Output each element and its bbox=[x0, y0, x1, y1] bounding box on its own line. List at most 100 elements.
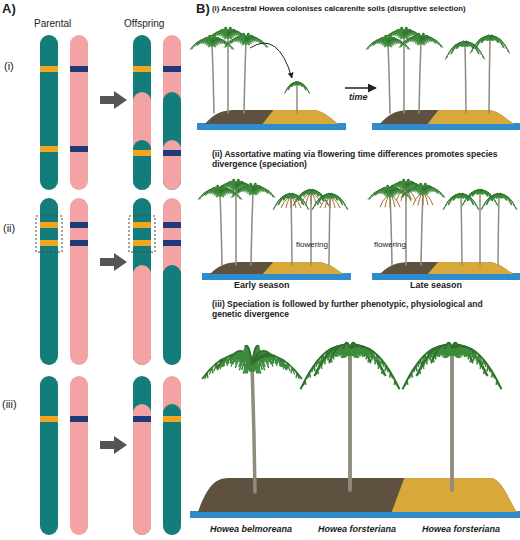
chromosome bbox=[70, 198, 88, 365]
marker-band bbox=[40, 416, 58, 422]
island bbox=[372, 108, 520, 130]
flowering-label: flowering bbox=[374, 240, 406, 249]
palm-leaflets bbox=[318, 194, 330, 205]
palm-frond bbox=[233, 179, 236, 187]
palm-frond bbox=[308, 189, 311, 191]
panel-label: B) bbox=[196, 2, 210, 17]
inflorescence bbox=[286, 198, 290, 208]
panel-label: A) bbox=[2, 2, 16, 17]
palm-frond bbox=[245, 346, 252, 364]
palm-frond bbox=[490, 36, 510, 53]
palm-trunk bbox=[212, 43, 214, 113]
palm-frond bbox=[482, 36, 490, 43]
palm-leaflets bbox=[453, 194, 461, 201]
palm-frond bbox=[496, 193, 499, 195]
season-label: Early season bbox=[234, 280, 290, 290]
palm-tree bbox=[231, 183, 275, 265]
chromosome-segment bbox=[133, 265, 151, 365]
marker-band bbox=[40, 146, 58, 152]
chromosome bbox=[133, 376, 151, 535]
chromosome-segment bbox=[163, 376, 181, 535]
inflorescence bbox=[390, 196, 391, 207]
palm-trunk bbox=[450, 348, 454, 490]
step-caption: (ii) Assortative mating via flowering ti… bbox=[212, 150, 512, 170]
palm-leaflets bbox=[472, 190, 480, 197]
palm-trunk bbox=[479, 191, 481, 265]
palm-frond bbox=[327, 193, 330, 195]
palm-trunk bbox=[348, 348, 352, 490]
palm-frond bbox=[401, 27, 404, 35]
palm-leaflets bbox=[299, 190, 311, 201]
crossover-panel bbox=[36, 35, 181, 535]
calcarenite-soil bbox=[261, 260, 347, 276]
inflorescence bbox=[385, 196, 389, 207]
palm-tree bbox=[206, 27, 250, 113]
chromosome-segment bbox=[133, 35, 151, 190]
marker-band bbox=[40, 222, 58, 228]
palm-frond bbox=[418, 33, 421, 41]
palm-frond bbox=[487, 35, 490, 38]
inflorescence bbox=[393, 196, 400, 207]
palm-tree bbox=[403, 343, 502, 490]
palm-trunk bbox=[489, 37, 490, 113]
inflorescence bbox=[426, 194, 433, 205]
palm-leaflets bbox=[285, 83, 296, 93]
chromosome-segment bbox=[163, 404, 181, 535]
palm-frond bbox=[350, 346, 400, 389]
chromosome bbox=[40, 35, 58, 190]
palm-frond bbox=[297, 83, 310, 94]
palm-tree bbox=[293, 189, 329, 265]
palm-frond bbox=[283, 194, 291, 200]
marker-band bbox=[163, 240, 181, 246]
chromosome-segment bbox=[163, 198, 181, 365]
marker-band bbox=[163, 150, 181, 156]
palm-frond bbox=[252, 356, 302, 379]
palm-frond bbox=[403, 179, 406, 187]
palm-leaflets bbox=[457, 42, 465, 49]
inheritance-arrow bbox=[100, 253, 127, 271]
palm-tree bbox=[481, 193, 517, 265]
step-caption: (i) Ancestral Howea colonises calcarenit… bbox=[212, 5, 518, 14]
palm-frond bbox=[330, 194, 348, 210]
palm-trunk bbox=[291, 195, 292, 265]
marker-band bbox=[163, 66, 181, 72]
palm-frond bbox=[472, 190, 480, 196]
palm-frond bbox=[453, 194, 461, 200]
palm-trunk bbox=[220, 193, 222, 265]
palm-leaflets bbox=[298, 83, 309, 93]
sea bbox=[372, 123, 520, 130]
palm-tree bbox=[273, 193, 309, 265]
marker-band bbox=[70, 146, 88, 152]
marker-band bbox=[70, 66, 88, 72]
palm-trunk bbox=[235, 187, 237, 265]
palm-trunk bbox=[498, 195, 499, 265]
calcarenite-soil bbox=[426, 260, 517, 276]
palm-frond bbox=[420, 183, 423, 191]
palm-trunk bbox=[390, 193, 392, 265]
palm-trunk bbox=[244, 41, 246, 113]
palm-frond bbox=[423, 187, 445, 197]
chromosome-segment bbox=[133, 404, 151, 535]
palm-leaflets bbox=[303, 190, 311, 197]
marker-band bbox=[163, 416, 181, 422]
inflorescence bbox=[291, 198, 292, 208]
palm-trunk bbox=[419, 41, 421, 113]
palm-leaflets bbox=[468, 190, 480, 201]
time-label: time bbox=[349, 92, 368, 102]
palm-frond bbox=[253, 187, 275, 197]
palm-tree bbox=[198, 185, 242, 265]
chromosome-segment bbox=[133, 140, 151, 190]
chromosome bbox=[163, 198, 181, 365]
marker-band bbox=[70, 222, 88, 228]
chromosome-segment bbox=[163, 35, 181, 190]
chromosome-segment bbox=[163, 140, 181, 190]
chromosome-segment bbox=[133, 376, 151, 535]
marker-band bbox=[70, 416, 88, 422]
palm-tree bbox=[214, 179, 258, 265]
time-arrow bbox=[345, 87, 376, 89]
chromosome bbox=[133, 198, 151, 365]
chromosome bbox=[163, 376, 181, 535]
palm-tree bbox=[190, 35, 234, 113]
palm-tree bbox=[368, 185, 412, 265]
palm-trunk bbox=[252, 364, 255, 492]
